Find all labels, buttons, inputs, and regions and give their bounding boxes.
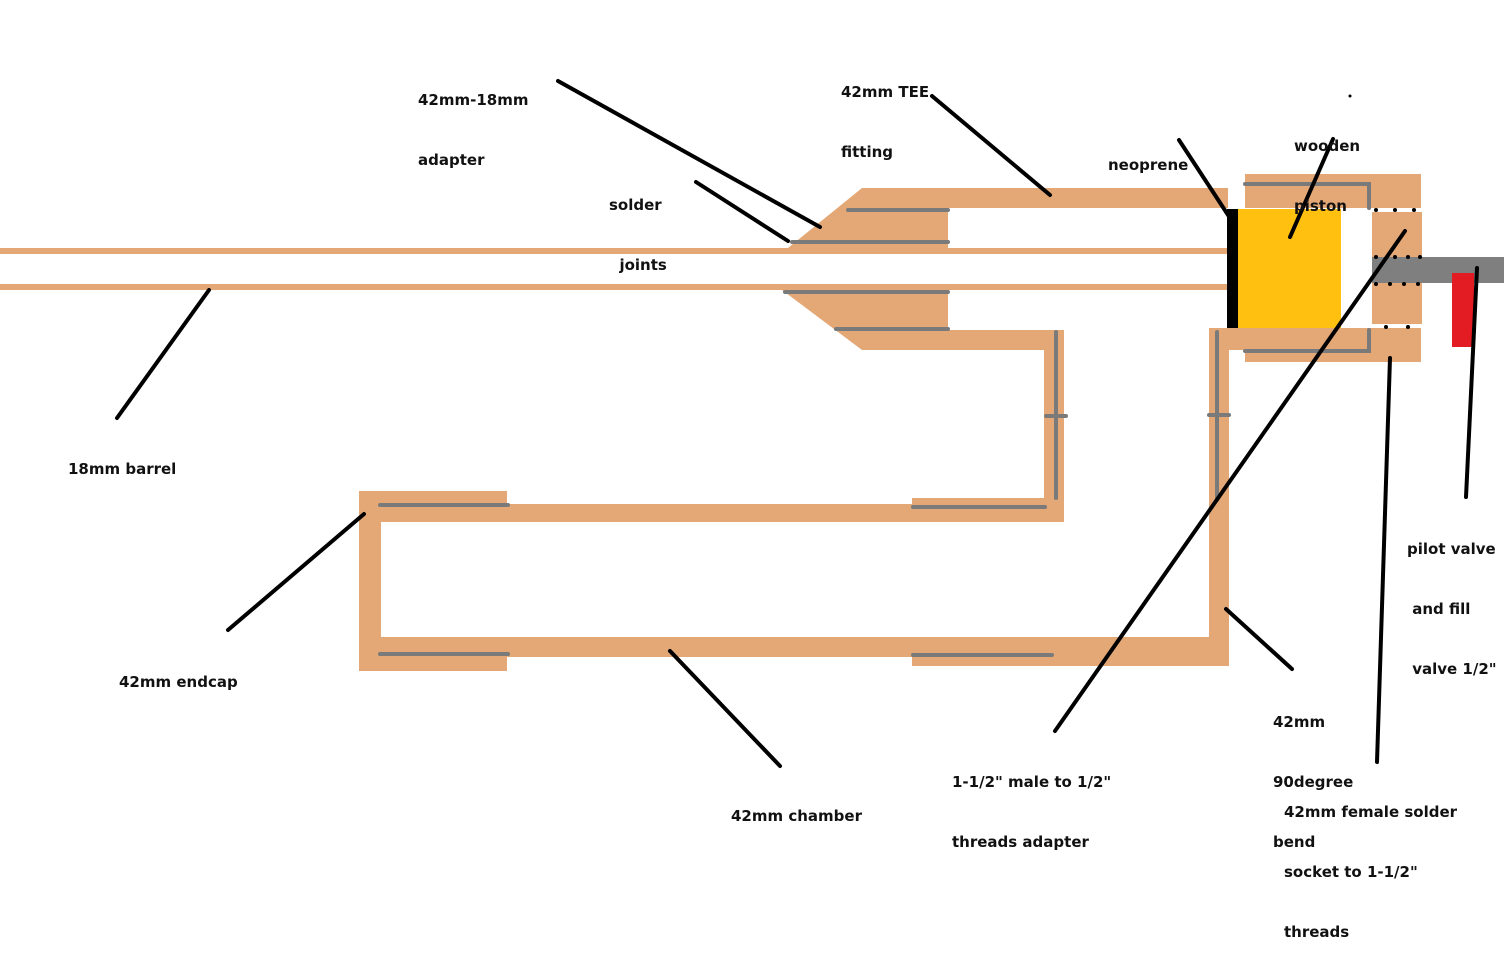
barrel-bottom-wall: [0, 284, 1228, 290]
label-line: 42mm TEE: [841, 83, 930, 101]
label-line: 1-1/2" male to 1/2": [952, 773, 1112, 791]
reducer-adapter: [782, 188, 1228, 350]
label-line: neoprene: [1108, 156, 1189, 174]
label-line: 42mm endcap: [119, 673, 238, 691]
adapter-top: [788, 188, 1228, 248]
label-neoprene: neoprene: [1108, 115, 1188, 195]
label-solder: solder joints: [609, 155, 667, 295]
label-line: 18mm barrel: [68, 460, 177, 478]
solder-joints: [378, 182, 1371, 657]
leader-piston: [1288, 137, 1335, 239]
label-tee: 42mm TEE fitting: [841, 42, 929, 182]
upper-return-pipe: [380, 504, 1064, 522]
label-line: 42mm-18mm: [418, 91, 529, 109]
label-barrel: 18mm barrel: [68, 419, 176, 499]
leader-chamber: [668, 649, 782, 768]
label-line: adapter: [418, 151, 485, 169]
pilot-valve-pipe: [1372, 257, 1504, 283]
wooden-piston: [1238, 209, 1341, 328]
label-line: valve 1/2": [1407, 660, 1497, 678]
thread-dots: [1348, 94, 1422, 329]
label-line: 42mm female solder: [1284, 803, 1458, 821]
neoprene-seal: [1227, 209, 1238, 328]
leader-socket: [1375, 356, 1392, 764]
upper-return-socket: [912, 498, 1064, 522]
leader-tee: [930, 94, 1052, 197]
label-line: pilot valve: [1407, 540, 1496, 558]
leader-adapter: [556, 79, 822, 229]
pilot-valve-handle: [1452, 273, 1474, 347]
label-line: 90degree: [1273, 773, 1354, 791]
barrel-top-wall: [0, 248, 1228, 254]
leader-solder: [694, 180, 790, 243]
socket-top: [1245, 174, 1421, 208]
label-line: 42mm chamber: [731, 807, 862, 825]
cannon-diagram: [0, 79, 1504, 768]
adapter-bottom: [782, 290, 1064, 350]
label-line: joints: [609, 256, 667, 274]
label-line: socket to 1-1/2": [1284, 863, 1418, 881]
label-line: and fill: [1407, 600, 1471, 618]
label-line: 42mm: [1273, 713, 1326, 731]
leader-lines: [115, 79, 1479, 768]
label-socket: 42mm female solder socket to 1-1/2" thre…: [1284, 762, 1457, 962]
chamber-bend-socket: [912, 637, 1228, 666]
label-male-adapter: 1-1/2" male to 1/2" threads adapter: [952, 732, 1111, 872]
endcap-back: [359, 491, 381, 671]
leader-bend: [1224, 607, 1294, 671]
label-line: piston: [1294, 197, 1347, 215]
label-adapter: 42mm-18mm adapter: [418, 50, 529, 190]
leader-barrel: [115, 288, 211, 420]
label-line: threads: [1284, 923, 1350, 941]
label-line: solder: [609, 196, 662, 214]
chamber: [380, 328, 1421, 666]
label-pilot: pilot valve and fill valve 1/2": [1407, 499, 1497, 699]
barrel: [0, 248, 1228, 290]
leader-endcap: [226, 512, 366, 632]
label-chamber: 42mm chamber: [731, 766, 862, 846]
label-endcap: 42mm endcap: [119, 632, 238, 712]
leader-pilot: [1464, 266, 1479, 499]
label-line: threads adapter: [952, 833, 1089, 851]
label-line: fitting: [841, 143, 894, 161]
leader-neoprene: [1177, 138, 1232, 220]
leader-male-adapter: [1053, 229, 1407, 733]
label-line: wooden: [1294, 137, 1361, 155]
label-piston: wooden piston: [1294, 96, 1360, 236]
